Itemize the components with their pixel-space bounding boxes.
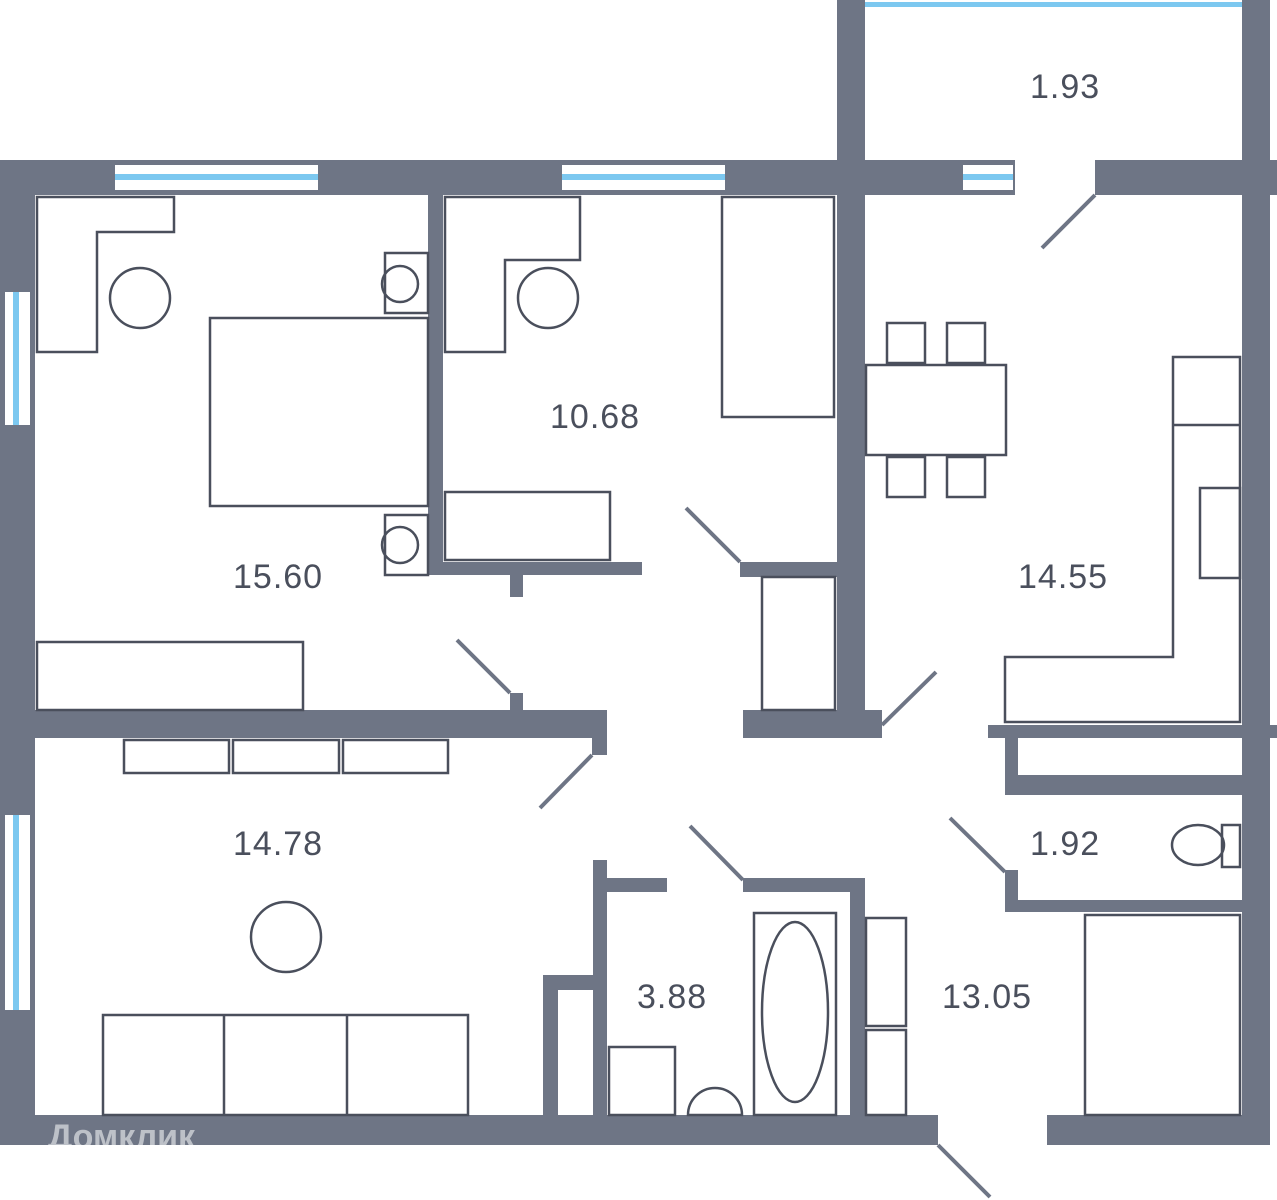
room-area-bedroom-1: 15.60 (233, 558, 324, 596)
furniture (35, 195, 1242, 1117)
room-area-hallway: 13.05 (942, 978, 1033, 1016)
room-area-balcony: 1.93 (1030, 68, 1101, 106)
watermark-logo: Домклик (48, 1118, 196, 1156)
room-area-bedroom-2: 10.68 (550, 398, 641, 436)
room-area-wc: 1.92 (1030, 825, 1101, 863)
room-area-kitchen: 14.55 (1018, 558, 1109, 596)
doors (455, 193, 1097, 1199)
room-area-bathroom: 3.88 (637, 978, 708, 1016)
windows (5, 2, 1242, 1010)
room-area-living-room: 14.78 (233, 825, 324, 863)
